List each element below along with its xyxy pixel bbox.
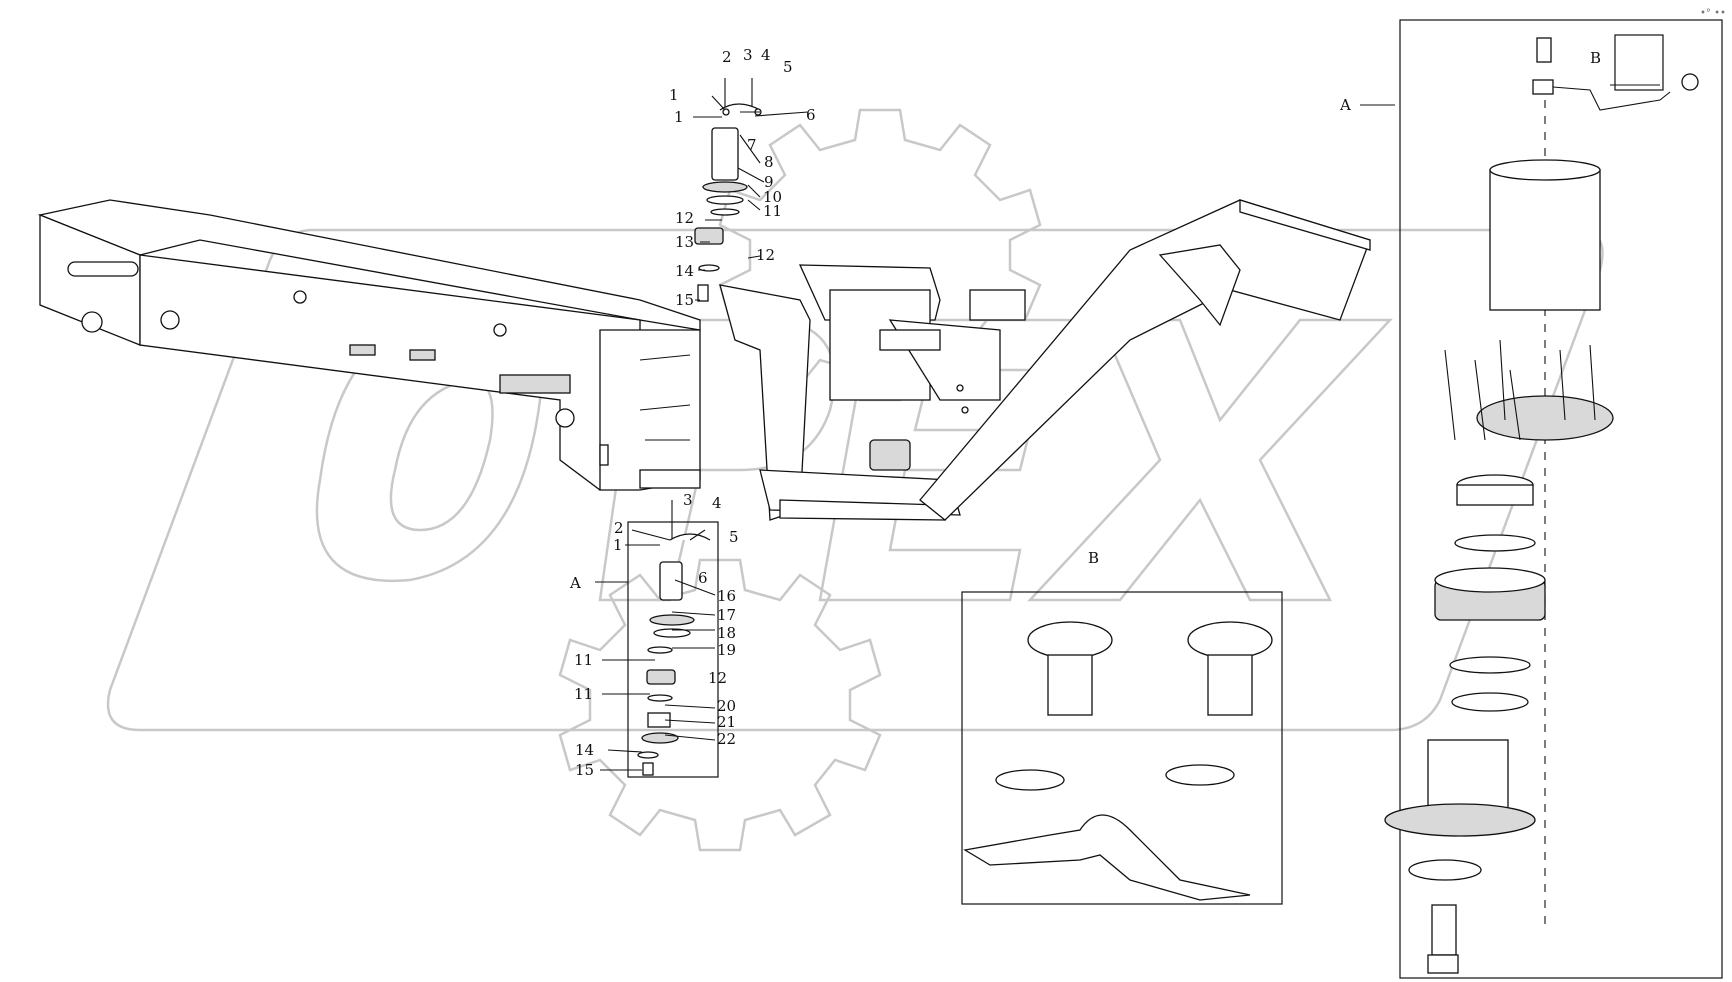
callout-l-20: 20 xyxy=(717,697,736,715)
callout-1a: 1 xyxy=(669,86,679,104)
detail-b-box xyxy=(961,591,1283,905)
callout-l-11b: 11 xyxy=(574,685,593,703)
callout-l-17: 17 xyxy=(717,606,736,624)
callout-l-21: 21 xyxy=(717,713,736,731)
callout-l-18: 18 xyxy=(717,624,736,642)
label-a-right: A xyxy=(1339,96,1351,114)
section-labels: A A B B •° •• xyxy=(569,8,1726,592)
callout-14: 14 xyxy=(675,262,694,280)
callout-l-11a: 11 xyxy=(574,651,593,669)
callout-1b: 1 xyxy=(674,108,684,126)
label-b-right: B xyxy=(1590,49,1601,67)
label-a-main: A xyxy=(569,574,581,592)
leader-lines xyxy=(595,95,1395,771)
left-pin-stack xyxy=(627,500,719,778)
callout-l-16: 16 xyxy=(717,587,736,605)
detail-a-box xyxy=(1384,19,1723,979)
callout-l-14: 14 xyxy=(575,741,594,759)
top-pin-stack xyxy=(694,78,762,302)
callout-11: 11 xyxy=(763,202,782,220)
callout-10: 10 xyxy=(763,188,782,206)
top-callouts: 1 1 2 3 4 5 6 7 8 9 10 11 12 13 12 14 15 xyxy=(669,46,816,309)
callout-l-12: 12 xyxy=(708,669,727,687)
callout-l-3: 3 xyxy=(683,491,693,509)
callout-l-19: 19 xyxy=(717,641,736,659)
callout-6: 6 xyxy=(806,106,816,124)
callout-3: 3 xyxy=(743,46,753,64)
callout-12a: 12 xyxy=(675,209,694,227)
callout-l-5: 5 xyxy=(729,528,739,546)
callout-l-1: 1 xyxy=(613,536,623,554)
callout-2: 2 xyxy=(722,48,732,66)
left-callouts: 2 1 3 4 5 6 16 17 18 19 11 12 11 20 21 2… xyxy=(574,491,739,779)
callout-7: 7 xyxy=(747,136,757,154)
callout-4: 4 xyxy=(761,46,771,64)
label-b-mid: B xyxy=(1088,549,1099,567)
callout-l-22: 22 xyxy=(717,730,736,748)
callout-15: 15 xyxy=(675,291,694,309)
diagonal-arm xyxy=(919,199,1371,521)
callout-l-15: 15 xyxy=(575,761,594,779)
callout-l-2: 2 xyxy=(614,519,624,537)
callout-l-6: 6 xyxy=(698,569,708,587)
middle-mount-bracket xyxy=(719,264,1026,521)
callout-13: 13 xyxy=(675,233,694,251)
callout-l-4: 4 xyxy=(712,494,722,512)
callout-12b: 12 xyxy=(756,246,775,264)
callout-9: 9 xyxy=(764,173,774,191)
corner-mark: •° •• xyxy=(1700,8,1726,19)
callout-8: 8 xyxy=(764,153,774,171)
main-frame-beam xyxy=(37,199,701,491)
callout-5: 5 xyxy=(783,58,793,76)
